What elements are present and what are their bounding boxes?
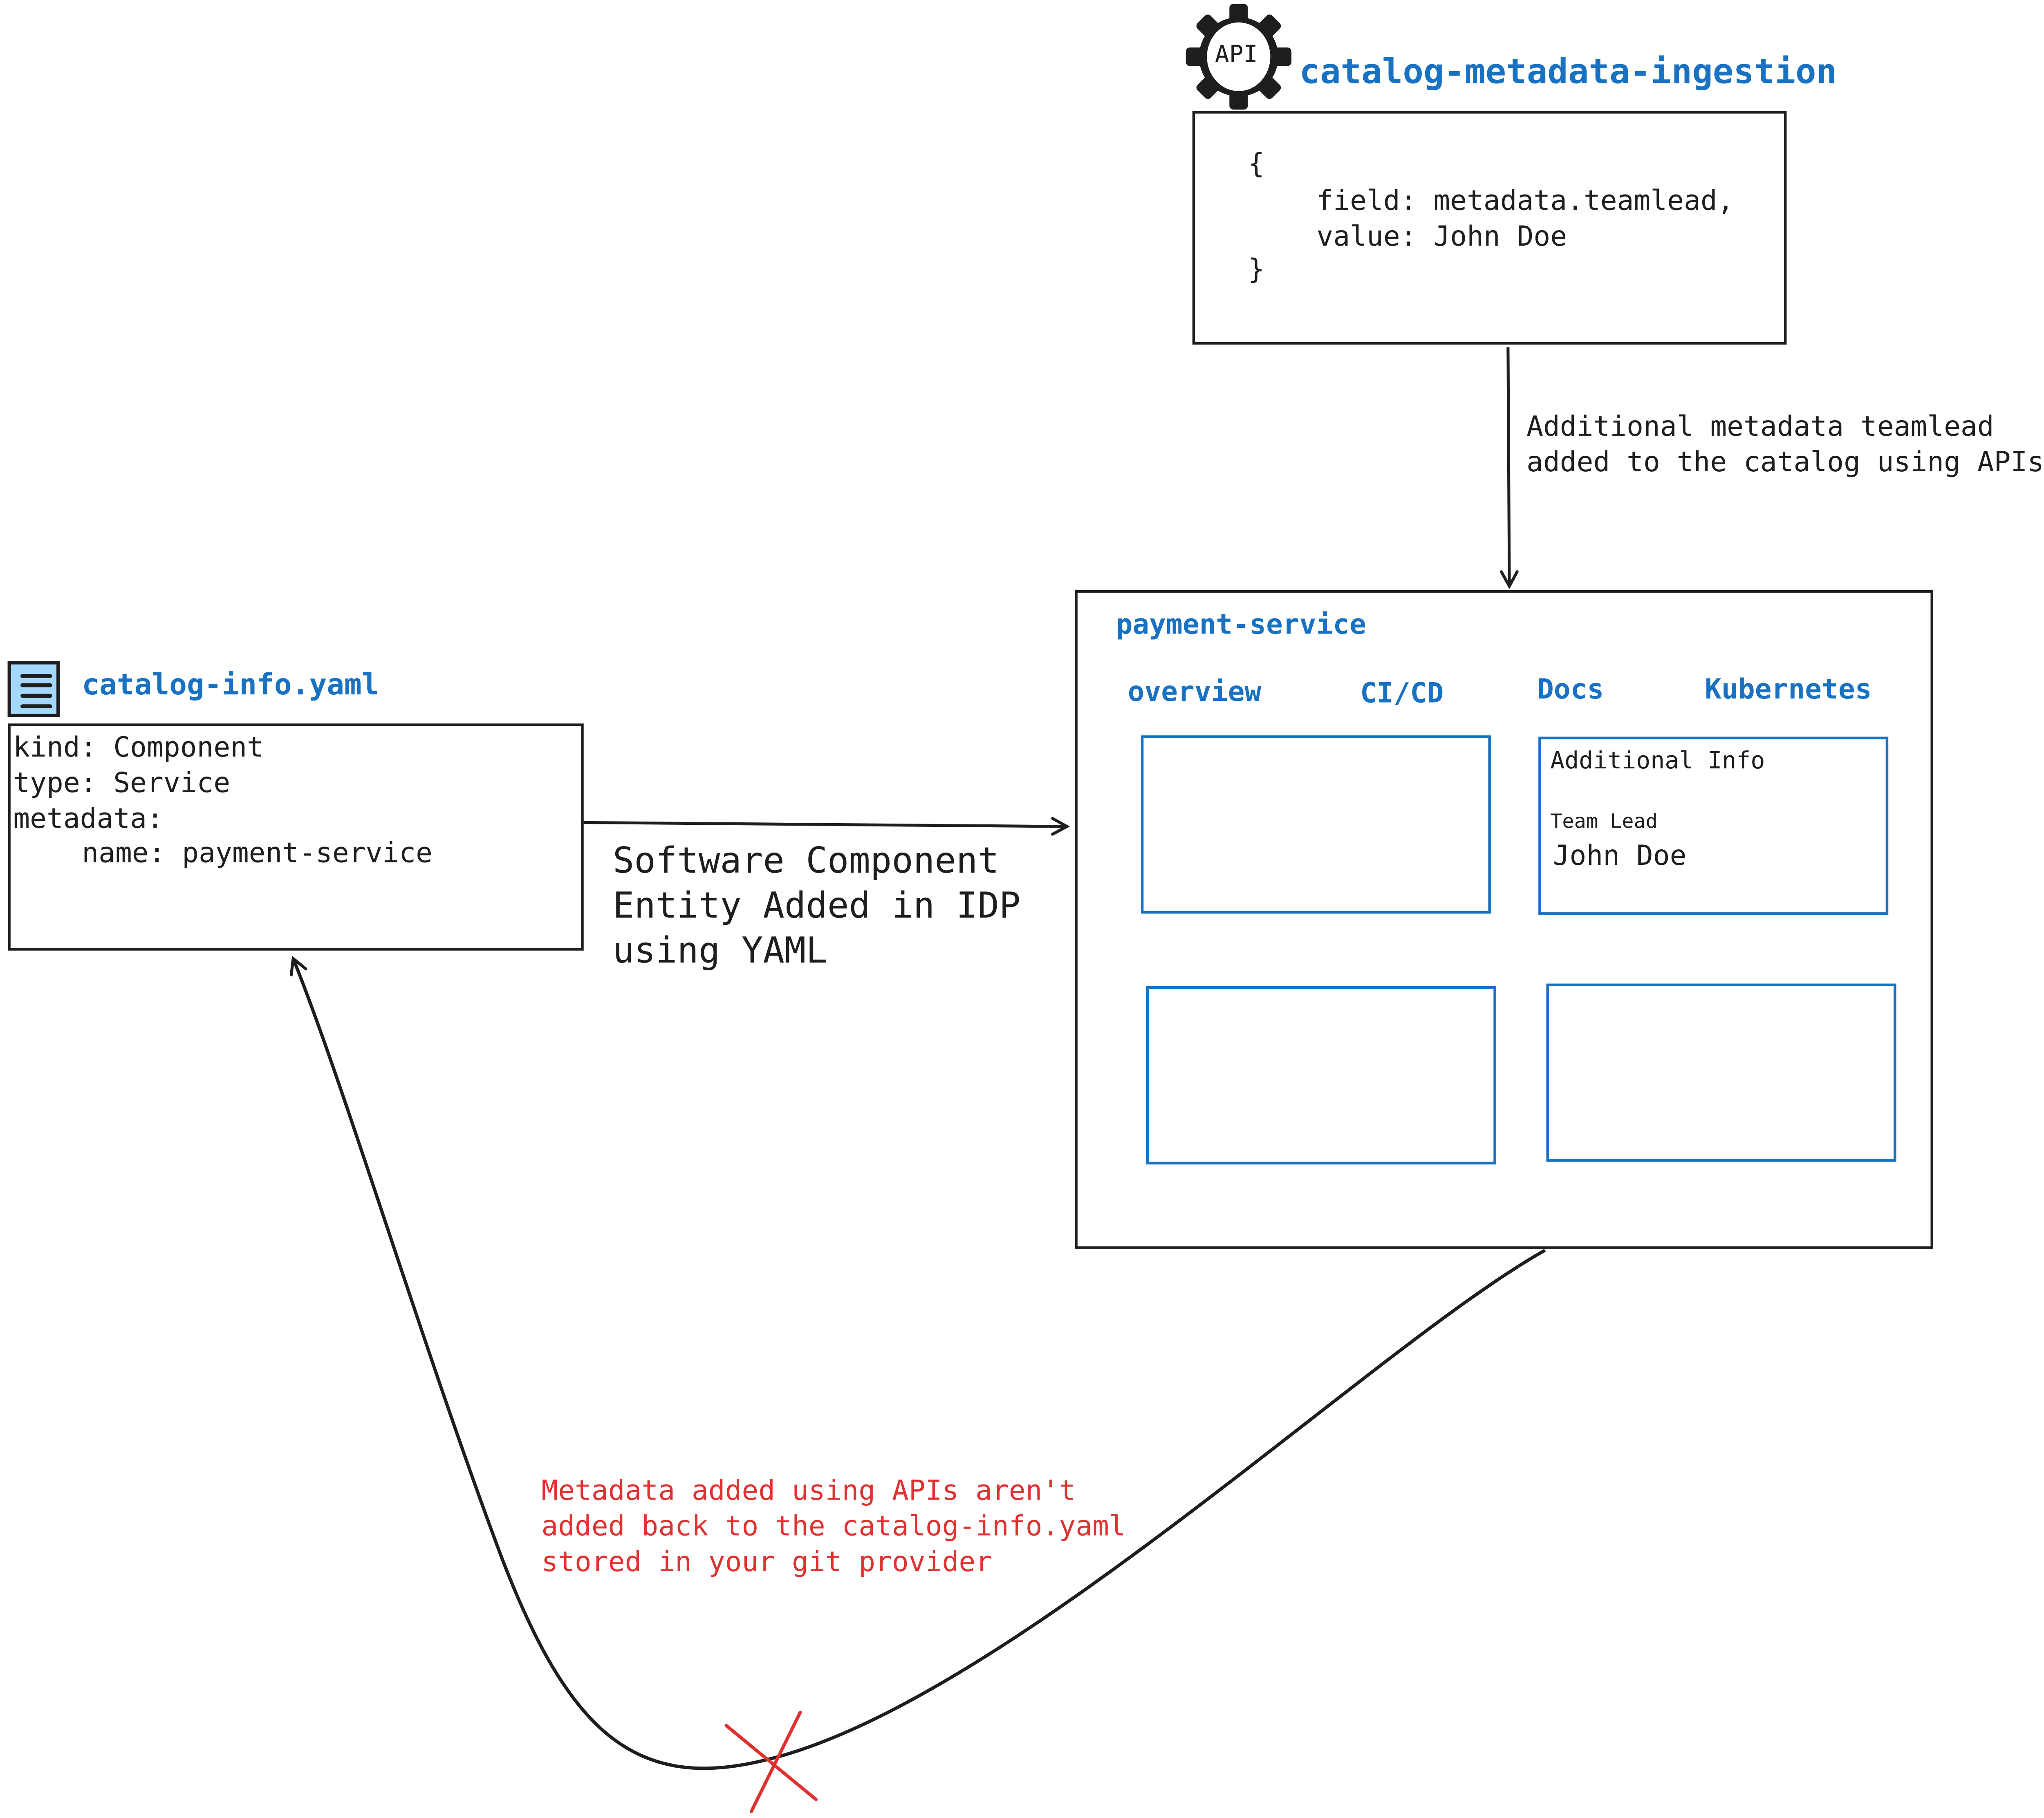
gear-api-icon	[1186, 4, 1292, 110]
tab-ci-cd[interactable]: CI/CD	[1360, 677, 1444, 709]
code-line: metadata:	[13, 802, 164, 835]
widget-placeholder	[1146, 986, 1496, 1165]
code-line: field: metadata.teamlead,	[1316, 185, 1734, 217]
api-arrow-label: added to the catalog using APIs	[1526, 446, 2044, 478]
card-heading: Additional Info	[1550, 747, 1765, 775]
tab-docs[interactable]: Docs	[1537, 673, 1604, 705]
red-x-icon	[724, 1711, 818, 1813]
tab-overview[interactable]: overview	[1127, 676, 1262, 708]
api-payload-box: { field: metadata.teamlead, value: John …	[1192, 111, 1787, 345]
api-node-title: catalog-metadata-ingestion	[1299, 53, 1837, 93]
yaml-code-box: kind: Component type: Service metadata: …	[8, 723, 584, 951]
service-title: payment-service	[1116, 609, 1367, 640]
widget-placeholder	[1141, 735, 1491, 914]
api-to-service-arrow	[1508, 347, 1509, 587]
warning-label: added back to the catalog-info.yaml	[541, 1510, 1126, 1542]
warning-label: stored in your git provider	[541, 1546, 993, 1578]
service-page-box: payment-service overview CI/CD Docs Kube…	[1075, 590, 1934, 1249]
service-to-yaml-arrow	[293, 958, 1546, 1770]
document-icon	[7, 661, 60, 717]
yaml-arrow-label: using YAML	[612, 931, 827, 972]
additional-info-card: Additional Info Team Lead John Doe	[1538, 737, 1889, 915]
code-line: type: Service	[13, 767, 231, 799]
api-arrow-label: Additional metadata teamlead	[1526, 410, 1994, 443]
warning-label: Metadata added using APIs aren't	[541, 1475, 1076, 1507]
tab-kubernetes[interactable]: Kubernetes	[1705, 673, 1872, 705]
code-line: {	[1248, 148, 1265, 180]
team-lead-value: John Doe	[1553, 840, 1687, 871]
yaml-to-service-arrow	[583, 822, 1067, 826]
yaml-arrow-label: Software Component	[612, 841, 999, 882]
code-line: value: John Doe	[1316, 220, 1567, 252]
code-line: kind: Component	[13, 731, 264, 763]
code-line: }	[1248, 253, 1265, 285]
yaml-node-title: catalog-info.yaml	[82, 669, 379, 703]
team-lead-label: Team Lead	[1550, 809, 1658, 833]
widget-placeholder	[1546, 983, 1896, 1162]
code-line: name: payment-service	[82, 837, 433, 869]
yaml-arrow-label: Entity Added in IDP	[612, 886, 1021, 927]
api-icon-label: API	[1215, 41, 1258, 69]
